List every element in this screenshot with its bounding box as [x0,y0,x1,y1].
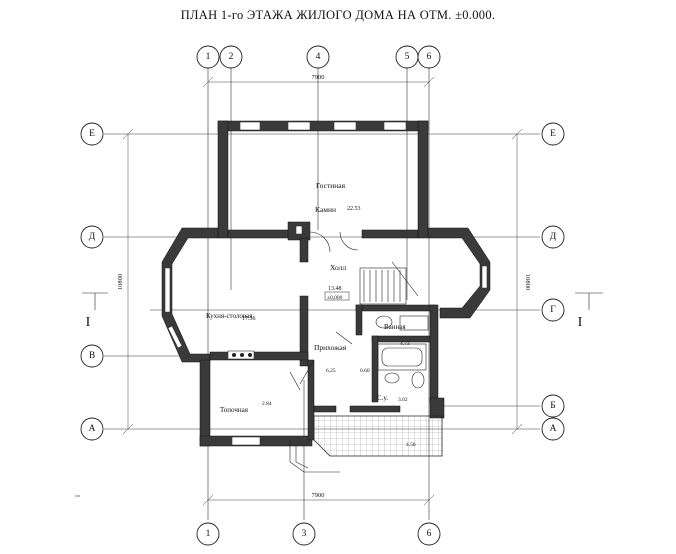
dim-width-top: 7900 [312,74,325,81]
axis-label-3-bottom: 3 [302,529,307,539]
level-mark: ±0,000 [327,295,343,301]
axis-label-5-top: 5 [405,52,410,62]
drawing-title: ПЛАН 1-го ЭТАЖА ЖИЛОГО ДОМА НА ОТМ. ±0.0… [180,8,496,22]
room-wc-area: 3.02 [398,397,408,403]
axis-label-6-top: 6 [427,52,432,62]
axis-label-d-right: Д [550,232,557,242]
axis-markers-top [196,45,441,69]
dim-height-left: 10800 [117,274,124,290]
axis-label-a-left: А [89,424,96,434]
room-entry-area: 6.25 [326,368,336,374]
room-bath-area: 4.73 [400,341,410,347]
room-kitchen-area: 17.56 [242,316,256,322]
axis-markers-bottom [196,522,441,546]
axis-label-e-right: Е [550,129,556,139]
room-living-name: Гостиная [316,181,346,190]
room-wc-name: С.у. [377,394,388,402]
sanitary-fixtures [375,315,429,389]
kitchen-appliances [227,350,255,360]
room-fireplace-name: Камин [315,205,336,214]
axis-markers-left [80,122,104,441]
room-hall-name: Холл [330,263,346,272]
axis-label-a-right: А [550,424,557,434]
axis-label-g-right: Г [550,305,556,315]
room-hall-area: 13.48 [328,286,342,292]
axis-label-1-top: 1 [206,52,211,62]
terrace-area: 4.56 [406,442,416,448]
section-mark-right: I [578,315,583,330]
room-living-area: 22.53 [347,206,361,212]
terrace [289,415,443,473]
axis-markers-right [541,122,565,441]
axis-label-b-right: Б [550,401,555,411]
axis-label-e-left: Е [89,129,95,139]
dimension-lines [122,76,523,506]
small-area-label: 0.60 [360,368,370,374]
axis-label-6-bottom: 6 [427,529,432,539]
staircase [359,261,419,305]
axis-label-4-top: 4 [316,52,321,62]
door-swings [289,231,359,391]
axis-label-1-bottom: 1 [206,529,211,539]
dim-width-bottom: 7900 [312,492,325,499]
axis-label-d-left: Д [89,232,96,242]
dim-height-right: 10800 [524,274,531,290]
room-entry-name: Прихожая [314,343,347,352]
section-marks [75,292,603,497]
exterior-walls [161,120,491,447]
room-bath-name: Ванная [384,323,406,331]
axis-label-2-top: 2 [229,52,234,62]
axis-label-v-left: В [89,351,95,361]
room-boiler-name: Топочная [220,406,249,414]
room-boiler-area: 2.84 [262,401,272,407]
section-mark-left: I [86,315,91,330]
room-kitchen-name: Кухня-столовая [206,312,253,320]
